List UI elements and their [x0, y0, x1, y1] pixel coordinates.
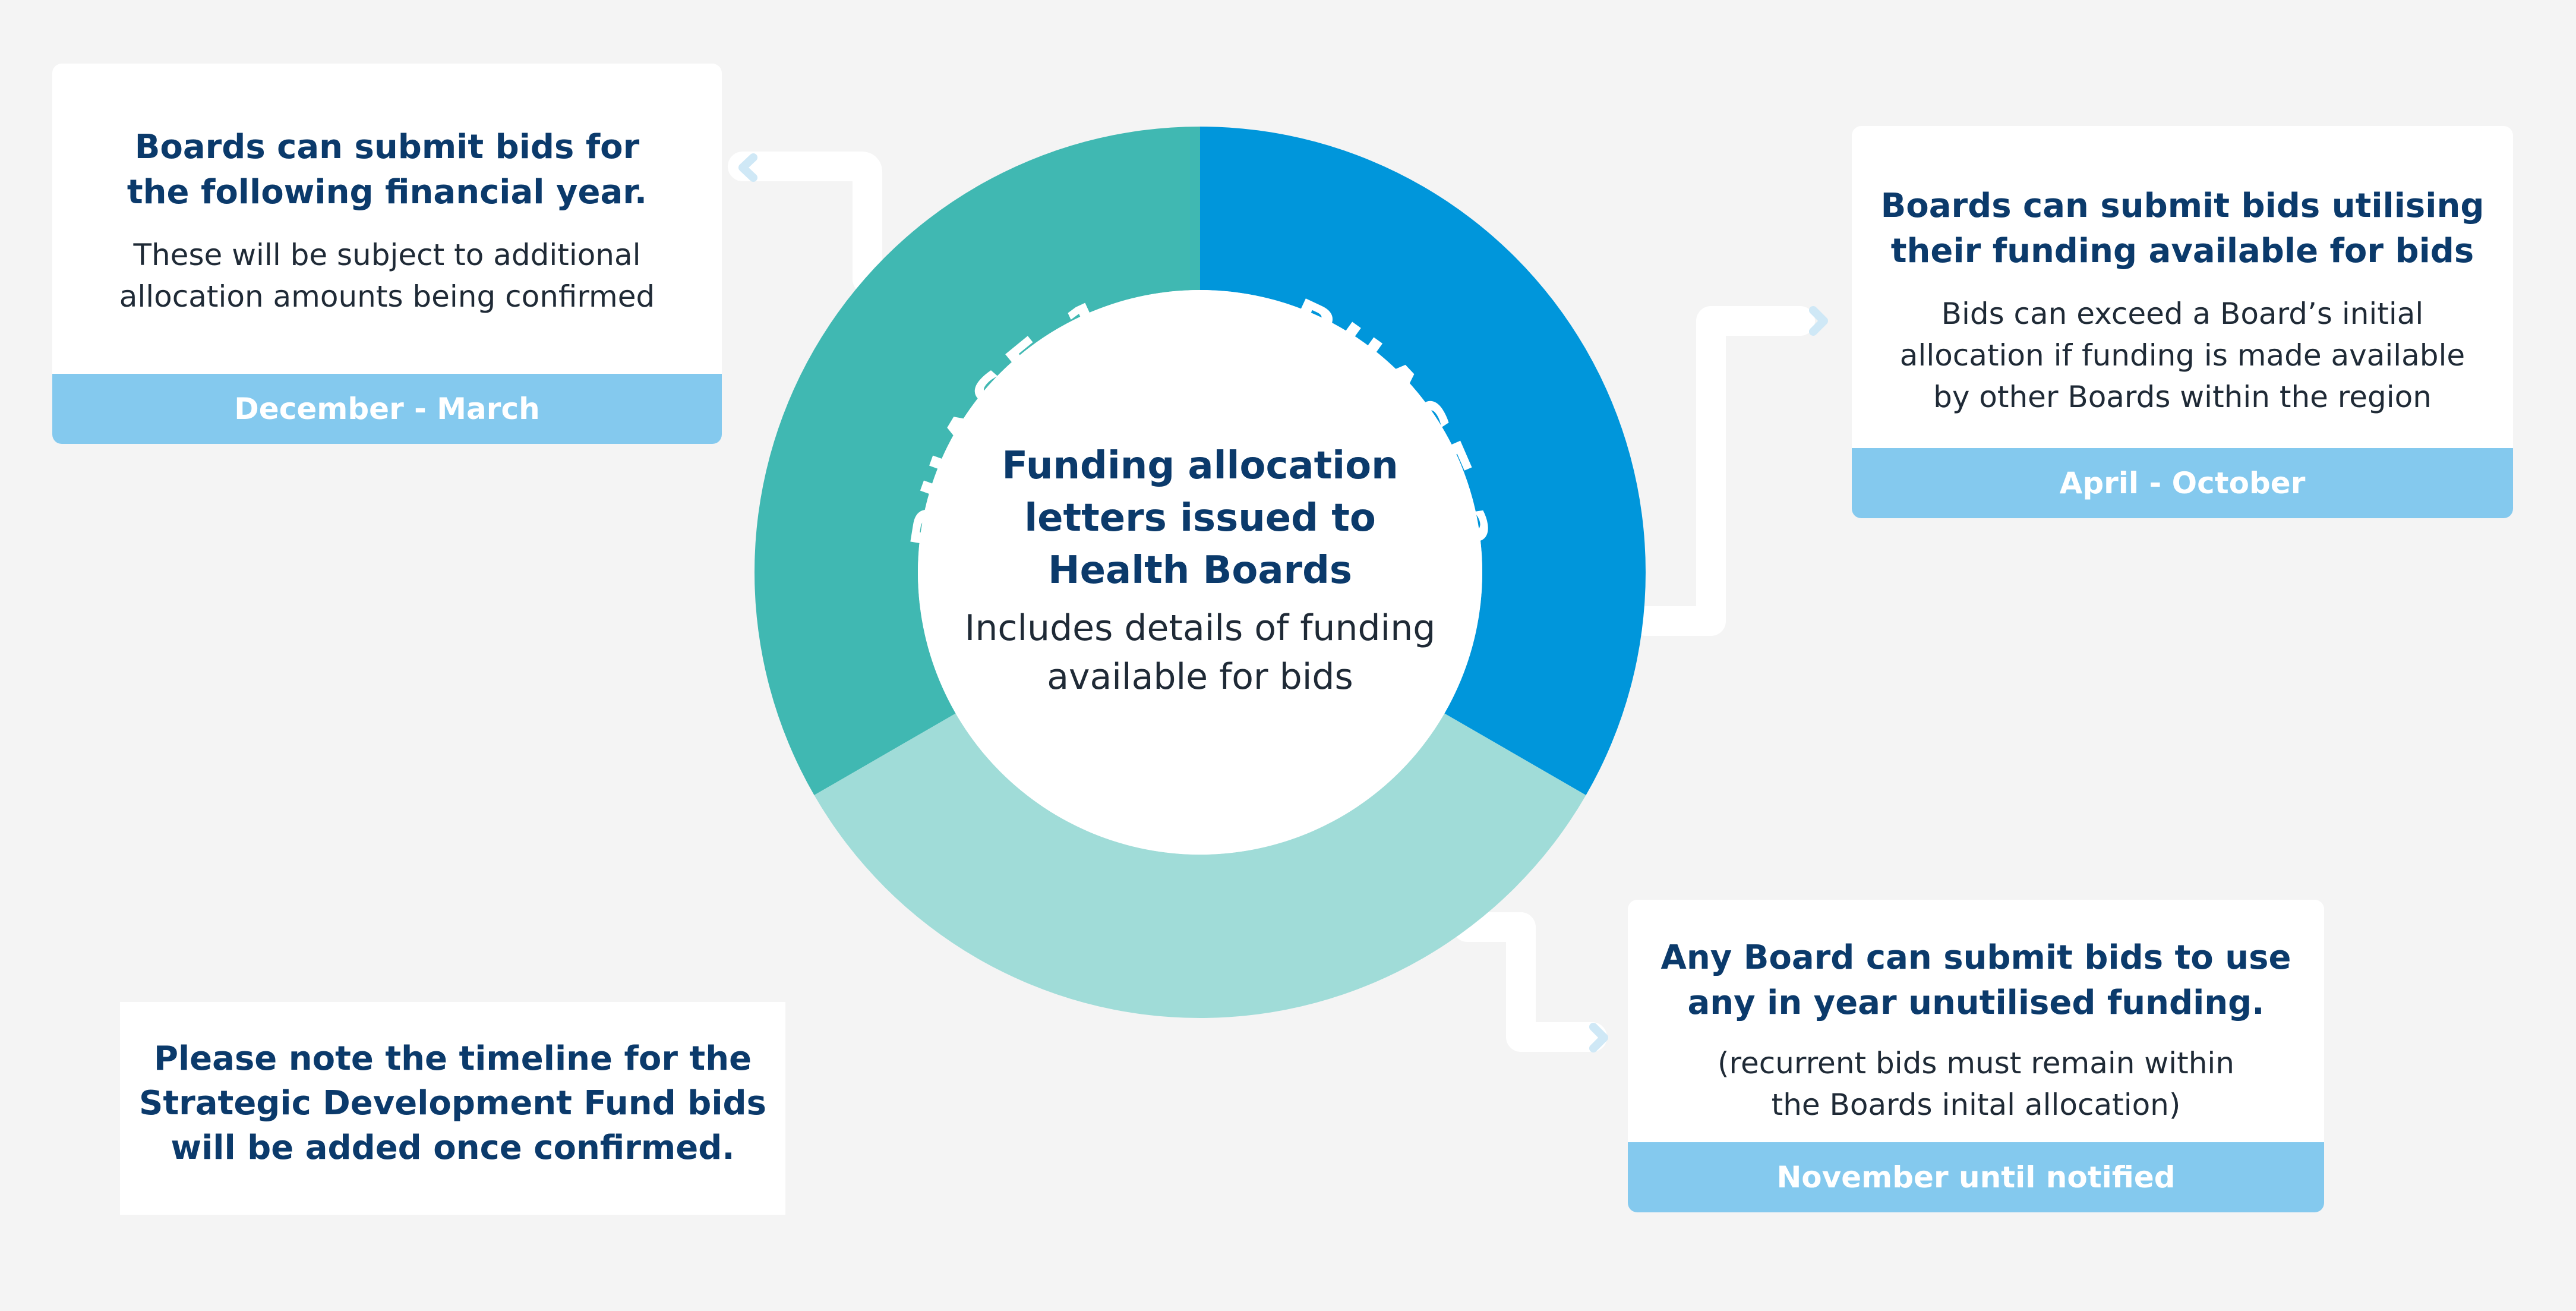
phase3-segment: [814, 713, 1586, 1018]
phase1-title: Boards can submit bids for the following…: [127, 128, 648, 212]
connector-phase3: [1453, 912, 1607, 1052]
note-text: Please note the timeline for the Strateg…: [139, 1039, 766, 1167]
phase2-description: Bids can exceed a Board’s initial alloca…: [1899, 297, 2465, 414]
phase1-segment: [755, 127, 1200, 795]
arrow-phase3-icon: [1589, 1023, 1608, 1052]
center-content: Funding allocation letters issued to Hea…: [927, 440, 1473, 701]
phase3-period-band: November until notified: [1628, 1142, 2324, 1212]
phase-cycle-ring: PHASE 1 PHASE 2 PHASE 3: [755, 127, 1646, 1018]
phase3-title: Any Board can submit bids to use any in …: [1660, 938, 2291, 1022]
phase1-period: December - March: [234, 392, 540, 426]
note-card: Please note the timeline for the Strateg…: [120, 1002, 785, 1215]
center-title: Funding allocation letters issued to Hea…: [1002, 444, 1399, 593]
phase2-period-band: April - October: [1852, 448, 2513, 518]
phase3-period: November until notified: [1776, 1160, 2176, 1195]
phase1-card: Boards can submit bids for the following…: [52, 64, 722, 444]
connector-phase1: [728, 152, 882, 294]
phase1-period-band: December - March: [52, 374, 722, 444]
center-description: Includes details of funding available fo…: [964, 607, 1436, 698]
arrow-phase1-icon: [738, 153, 757, 182]
arrow-phase2-icon: [1809, 306, 1828, 336]
phase2-title: Boards can submit bids utilising their f…: [1880, 187, 2485, 270]
phase1-description: These will be subject to additional allo…: [119, 238, 655, 314]
connector-phase2: [1631, 306, 1815, 636]
phase3-description: (recurrent bids must remain within the B…: [1718, 1046, 2234, 1122]
phase2-segment: [1200, 127, 1646, 795]
phase2-card: Boards can submit bids utilising their f…: [1852, 126, 2513, 518]
phase2-period: April - October: [2059, 466, 2306, 500]
phase3-card: Any Board can submit bids to use any in …: [1628, 900, 2324, 1212]
center-disc: [918, 290, 1482, 855]
